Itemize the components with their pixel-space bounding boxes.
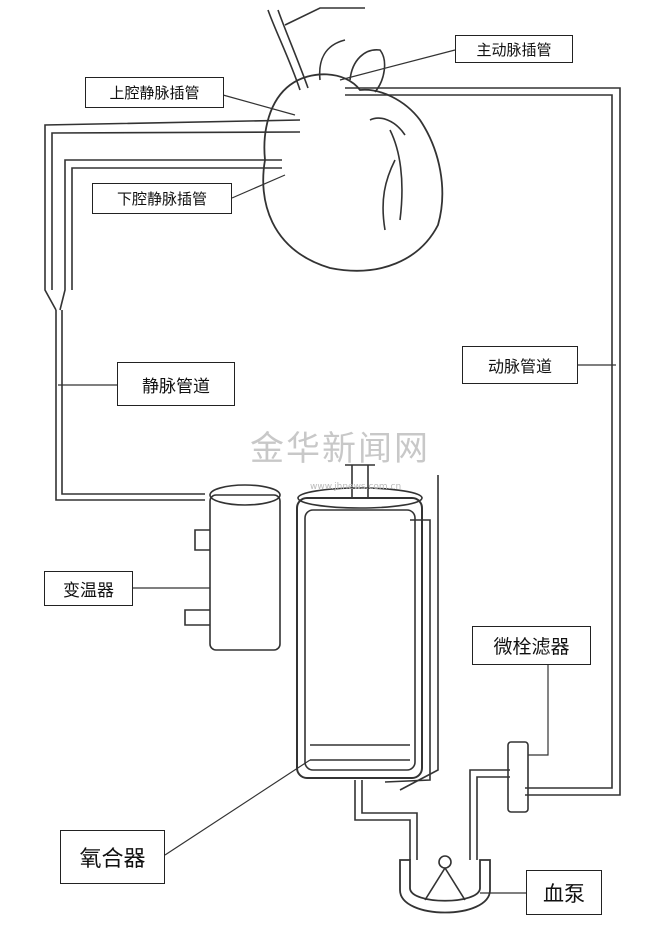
great-vessels [318, 39, 386, 93]
watermark: 金华新闻网 [250, 429, 430, 469]
heart [262, 73, 444, 272]
pump-outlet-line [469, 769, 510, 860]
label-microembolic-filter: 微栓滤器 [472, 626, 591, 665]
label-blood-pump: 血泵 [526, 870, 602, 915]
blood-pump [399, 859, 491, 914]
label-arterial-line: 动脉管道 [462, 346, 578, 384]
arterial-line [345, 87, 621, 796]
label-aortic-cannula: 主动脉插管 [455, 35, 573, 63]
label-svc-cannula: 上腔静脉插管 [85, 77, 224, 108]
watermark-url: www.jhnews.com.cn [310, 482, 402, 492]
svc-top-tube [267, 7, 365, 91]
venous-line [55, 310, 205, 501]
heat-exchanger [209, 494, 281, 651]
label-venous-line: 静脉管道 [117, 362, 235, 406]
oxygenator [296, 497, 423, 779]
microembolic-filter [507, 741, 529, 813]
label-ivc-cannula: 下腔静脉插管 [92, 183, 232, 214]
coronary-vessels [369, 117, 406, 231]
venous-line-lower [59, 159, 282, 311]
label-heat-exchanger: 变温器 [44, 571, 133, 606]
venous-line-upper [44, 119, 301, 311]
pump-inlet-line [354, 780, 418, 860]
label-oxygenator: 氧合器 [60, 830, 165, 884]
